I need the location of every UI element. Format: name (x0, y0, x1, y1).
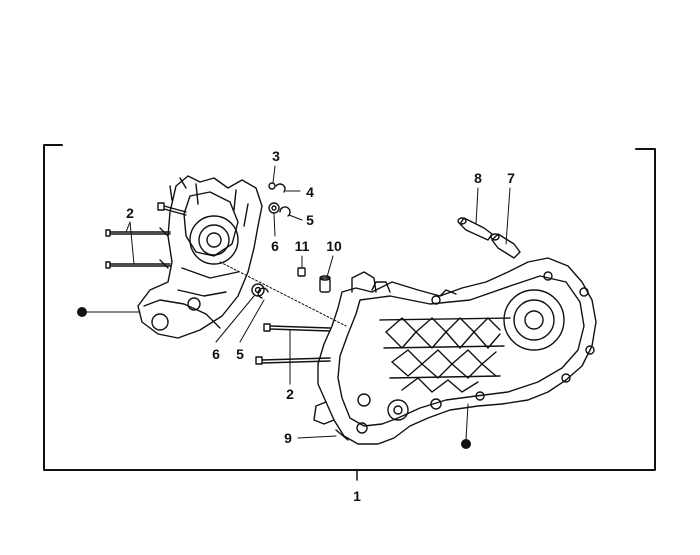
stud-bolts-lower (255, 323, 331, 365)
leader-lines (85, 165, 511, 441)
callout-2-lower: 2 (286, 386, 294, 402)
dowel-pin-7 (490, 233, 521, 259)
callout-3: 3 (272, 148, 280, 164)
fastener-3 (268, 182, 276, 190)
callout-1: 1 (353, 488, 361, 504)
pin-11 (297, 267, 306, 277)
nut-6-upper (268, 202, 280, 214)
assembly-bracket (43, 144, 656, 481)
right-crankcase-half (313, 257, 597, 445)
callout-5-upper: 5 (306, 212, 314, 228)
callout-9: 9 (284, 430, 292, 446)
callout-6-upper: 6 (271, 238, 279, 254)
bolt-short-upper (157, 202, 187, 216)
callout-10: 10 (326, 238, 342, 254)
callout-8: 8 (474, 170, 482, 186)
dowel-pin-8 (457, 217, 493, 241)
callout-4: 4 (306, 184, 314, 200)
reference-dot-right (461, 439, 471, 449)
clip-5-lower (257, 287, 269, 299)
clip-5-upper (279, 206, 291, 217)
callout-6-lower: 6 (212, 346, 220, 362)
stud-bolts-upper (105, 227, 171, 269)
callout-5-lower: 5 (236, 346, 244, 362)
bushing-10 (319, 275, 331, 293)
callout-11: 11 (294, 238, 310, 254)
reference-dot-left (77, 307, 87, 317)
left-crankcase-half (137, 175, 263, 339)
callout-2-upper: 2 (126, 205, 134, 221)
callout-7: 7 (507, 170, 515, 186)
washer-4 (275, 183, 286, 193)
